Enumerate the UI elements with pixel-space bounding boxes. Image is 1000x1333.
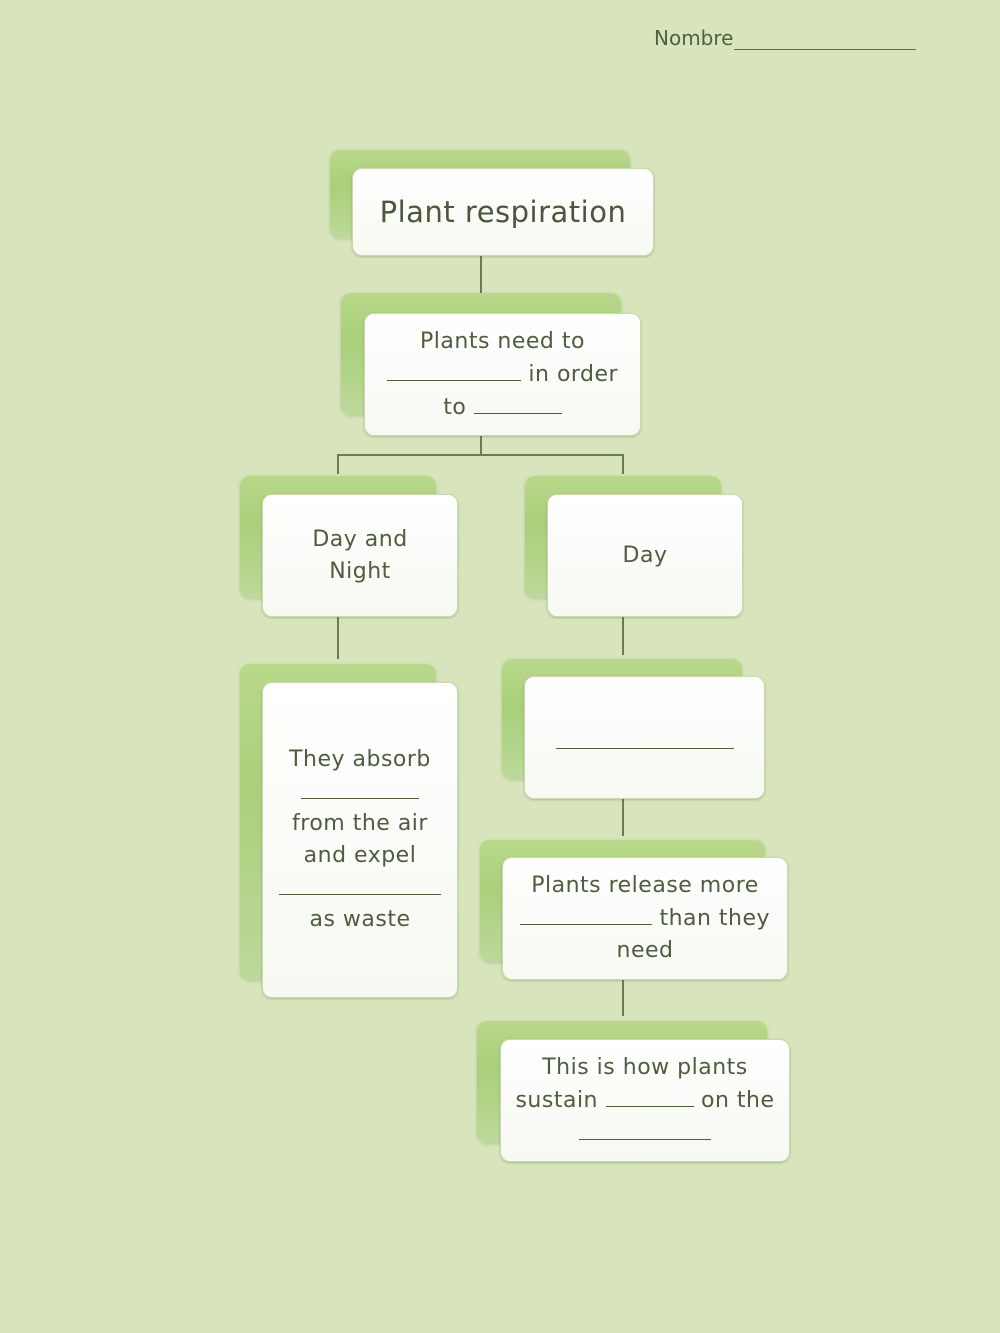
absorb-line2: from the air xyxy=(292,811,428,836)
diagram-title: Plant respiration xyxy=(379,195,627,229)
absorb-blank-1[interactable] xyxy=(301,776,419,799)
absorb-line3: and expel xyxy=(303,843,417,868)
absorb-line4: as waste xyxy=(309,907,411,932)
root-line3-prefix: to xyxy=(443,394,467,420)
connector-left-child xyxy=(337,617,339,659)
connector-blank-release xyxy=(622,798,624,836)
release-line1: Plants release more xyxy=(531,873,759,898)
root-blank-1[interactable] xyxy=(386,358,521,381)
release-line3: need xyxy=(616,938,674,963)
connector-title-root xyxy=(480,255,482,293)
sustain-blank-1[interactable] xyxy=(605,1084,694,1107)
absorb-line1: They absorb xyxy=(289,747,431,772)
connector-root-stem xyxy=(480,436,482,456)
root-line1: Plants need to xyxy=(420,328,585,354)
name-field[interactable]: Nombre xyxy=(654,26,917,50)
connector-release-sustain xyxy=(622,980,624,1016)
release-line2-suffix: than they xyxy=(659,906,771,931)
sustain-line1: This is how plants xyxy=(542,1055,748,1080)
connector-right-child xyxy=(622,617,624,655)
absorb-blank-2[interactable] xyxy=(279,872,441,895)
day-night-line1: Day and xyxy=(312,526,408,552)
root-blank-2[interactable] xyxy=(473,391,562,414)
release-blank[interactable] xyxy=(519,902,652,925)
day-label: Day xyxy=(622,542,668,568)
connector-left-drop xyxy=(337,454,339,474)
sustain-line2-prefix: sustain xyxy=(515,1088,598,1113)
name-blank-line[interactable] xyxy=(734,29,917,50)
connector-right-drop xyxy=(622,454,624,474)
sustain-line2-suffix: on the xyxy=(701,1088,775,1113)
day-blank-line[interactable] xyxy=(555,726,734,749)
sustain-blank-2[interactable] xyxy=(578,1117,711,1140)
connector-horizontal xyxy=(337,454,624,456)
name-label: Nombre xyxy=(654,26,734,50)
day-night-line2: Night xyxy=(329,558,391,584)
root-line2-suffix: in order xyxy=(528,361,619,387)
